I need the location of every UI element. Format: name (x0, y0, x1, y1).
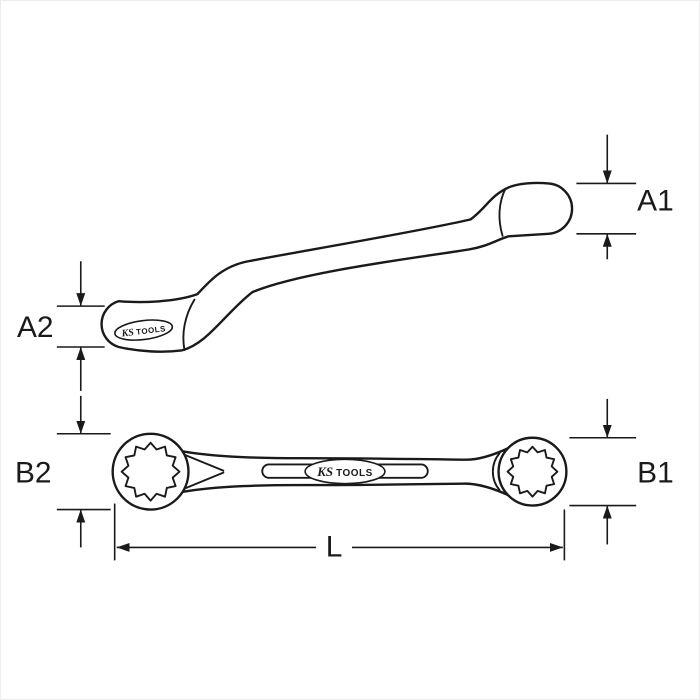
dimension-l: L (113, 503, 566, 563)
dimension-a1: A1 (576, 134, 674, 260)
dimension-b2: B2 (15, 395, 111, 548)
left-ring-bihex-profile (120, 441, 181, 502)
dim-b2-label: B2 (15, 457, 52, 490)
right-ring-bihex-profile (506, 445, 559, 498)
dim-a1-label: A1 (637, 184, 674, 217)
logo-text-side: KSTOOLS (120, 323, 166, 339)
left-ring-outline (111, 432, 190, 511)
dim-l-label: L (326, 530, 343, 563)
dim-a2-label: A2 (17, 311, 54, 344)
side-left-head-boundary-line (182, 298, 196, 351)
right-ring-outline (497, 436, 568, 507)
dim-b1-label: B1 (637, 457, 674, 490)
side-right-head-boundary-line (498, 187, 507, 237)
wrench-side-view: KSTOOLS (100, 181, 574, 353)
logo-ellipse-side (114, 319, 174, 341)
left-neck-detail-line-bottom (183, 471, 225, 490)
logo-ellipse-top (304, 458, 386, 485)
right-neck-detail-arc (491, 452, 501, 492)
left-neck-detail-line-top (183, 453, 225, 472)
dimension-b1: B1 (569, 398, 674, 545)
side-view-outline (100, 181, 574, 353)
ks-tools-logo-side: KSTOOLS (114, 319, 174, 341)
dimension-a2: A2 (17, 261, 105, 391)
